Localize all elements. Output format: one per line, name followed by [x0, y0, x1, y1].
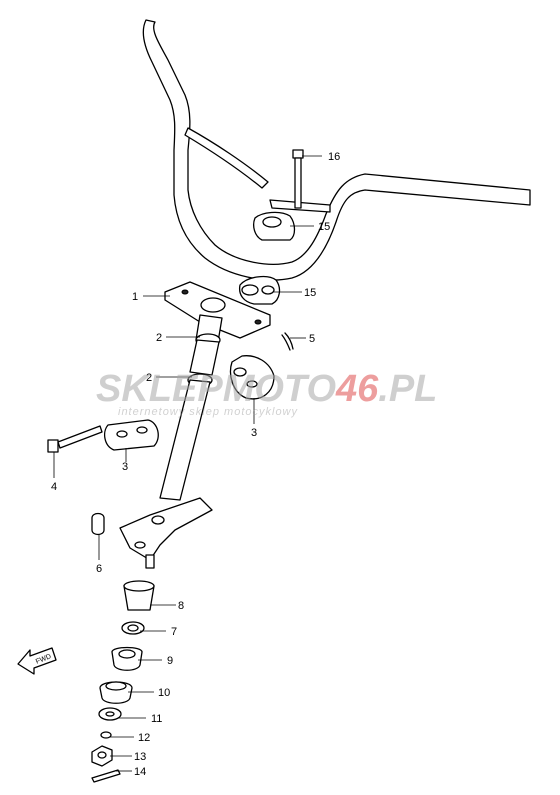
handlebar	[142, 19, 531, 281]
callout-12: 12	[138, 732, 150, 744]
callout-3-left: 3	[122, 461, 128, 473]
callout-6: 6	[96, 563, 102, 575]
callout-16: 16	[328, 151, 340, 163]
steering-stem-upper-plate	[164, 281, 271, 339]
holder-bolt	[47, 425, 103, 453]
callout-5: 5	[309, 333, 315, 345]
callout-10: 10	[158, 687, 170, 699]
flat-washer	[98, 707, 122, 721]
watermark-brand-sklep: SKLEP	[96, 368, 223, 410]
callout-3-right: 3	[251, 427, 257, 439]
watermark: SKLEPMOTO46.PL internetowy sklep motocyk…	[96, 368, 437, 418]
castle-nut	[91, 745, 113, 767]
forward-direction-arrow: FWD	[17, 647, 57, 675]
steering-shaft	[159, 314, 223, 501]
callout-13: 13	[134, 751, 146, 763]
lower-handlebar-holder	[238, 275, 281, 305]
watermark-brand-46: 46	[335, 368, 379, 410]
watermark-brand-pl: .PL	[378, 368, 437, 410]
lower-cotter-pin	[91, 769, 121, 783]
callout-9: 9	[167, 655, 173, 667]
lower-bushing	[123, 580, 155, 611]
small-washer	[100, 731, 112, 739]
shaft-holder-right	[229, 355, 275, 400]
callout-4: 4	[51, 481, 57, 493]
oil-seal	[111, 646, 143, 671]
watermark-brand-moto: MOTO	[223, 368, 336, 410]
callout-11: 11	[151, 713, 162, 725]
callout-15-lower: 15	[304, 287, 316, 299]
callout-7: 7	[171, 626, 177, 638]
callout-2-upper: 2	[156, 332, 162, 344]
handlebar-clamp-bolt	[292, 149, 304, 209]
washer	[121, 621, 145, 635]
leader-lines	[53, 155, 322, 772]
cotter-pin	[281, 332, 294, 351]
callout-15-upper: 15	[318, 221, 330, 233]
callout-14: 14	[134, 766, 146, 778]
watermark-tagline: internetowy sklep motocyklowy	[118, 406, 299, 418]
dust-cap	[99, 681, 133, 704]
svg-text:SKLEPMOTO46.PL: SKLEPMOTO46.PL	[96, 368, 437, 410]
upper-handlebar-holder	[253, 211, 296, 241]
callout-numbers: 16 15 15 1 5 2 2 3 3 4 6 8 7 9 10 11 12 …	[51, 151, 340, 778]
callout-2-lower: 2	[146, 372, 152, 384]
steering-lower-bracket	[119, 497, 213, 569]
callout-1: 1	[132, 291, 138, 303]
shaft-holder-left	[103, 419, 159, 451]
callout-8: 8	[178, 600, 184, 612]
bushing	[91, 512, 105, 536]
